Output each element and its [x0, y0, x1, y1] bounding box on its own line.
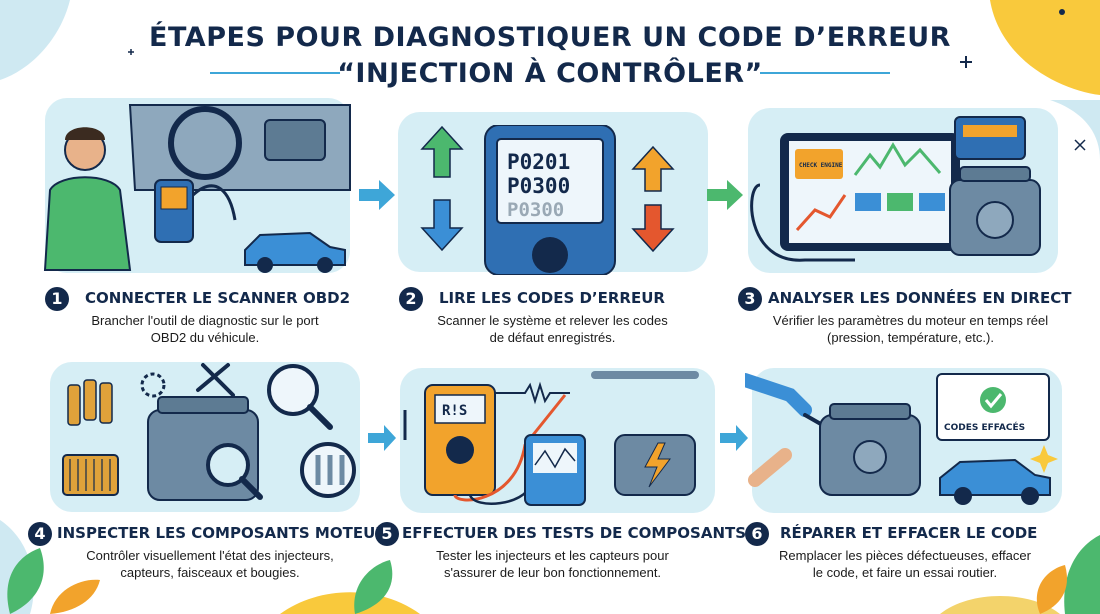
- data-display-icon: [954, 116, 1026, 160]
- step5-desc-line1: Tester les injecteurs et les capteurs po…: [436, 548, 669, 563]
- step3-number: 3: [738, 287, 762, 311]
- step6-desc-line1: Remplacer les pièces défectueuses, effac…: [779, 548, 1031, 563]
- step4-description: Contrôler visuellement l'état des inject…: [45, 547, 375, 581]
- oscilloscope-icon: [524, 434, 586, 506]
- arrow-up-orange-icon: [631, 145, 675, 192]
- codes-cleared-badge: CODES EFFACÉS: [936, 373, 1050, 441]
- arrow-down-red-icon: [631, 204, 675, 253]
- sparkle-icon: [1030, 445, 1058, 473]
- step6-desc-line2: le code, et faire un essai routier.: [812, 565, 998, 580]
- flow-arrow-5-6: [720, 425, 748, 451]
- wrench-icon: [196, 363, 235, 397]
- svg-text:CHECK ENGINE: CHECK ENGINE: [799, 162, 843, 169]
- step2-title: LIRE LES CODES D’ERREUR: [439, 289, 665, 307]
- flow-arrow-1-2: [359, 180, 395, 210]
- step3-illustration: CHECK ENGINE: [750, 116, 1041, 262]
- step6-illustration: CODES EFFACÉS: [745, 373, 1058, 505]
- live-data-graph: [853, 142, 942, 176]
- step5-title: EFFECTUER DES TESTS DE COMPOSANTS: [402, 524, 747, 542]
- resistor-icon: [495, 381, 570, 405]
- step1-illustration: [43, 104, 351, 273]
- step1-number: 1: [45, 287, 69, 311]
- step3-desc-line2: (pression, température, etc.).: [827, 330, 994, 345]
- arrow-down-blue-icon: [420, 199, 464, 252]
- step1-title: CONNECTER LE SCANNER OBD2: [85, 289, 351, 307]
- page-title-line2: “INJECTION À CONTRÔLER”: [337, 58, 763, 89]
- step1-desc-line2: OBD2 du véhicule.: [150, 330, 260, 345]
- step3-description: Vérifier les paramètres du moteur en tem…: [738, 312, 1083, 346]
- step2-desc-line1: Scanner le système et relever les codes: [437, 313, 668, 328]
- title-divider-right: [760, 72, 890, 74]
- scanner-code-2: P0300: [507, 174, 570, 198]
- magnifier-icon: [206, 443, 250, 487]
- air-filter-icon: [62, 454, 119, 496]
- arrow-up-green-icon: [420, 125, 464, 178]
- check-engine-badge: [795, 149, 843, 179]
- step5-illustration: R!S: [403, 371, 699, 506]
- step4-illustration: [62, 363, 356, 501]
- step4-desc-line1: Contrôler visuellement l'état des inject…: [86, 548, 334, 563]
- step4-number: 4: [28, 522, 52, 546]
- step5-description: Tester les injecteurs et les capteurs po…: [390, 547, 715, 581]
- step4-desc-line2: capteurs, faisceaux et bougies.: [120, 565, 300, 580]
- step1-description: Brancher l'outil de diagnostic sur le po…: [45, 312, 365, 346]
- gear-icon: [140, 372, 166, 398]
- magnifier-sensor-icon: [267, 364, 319, 416]
- step2-number: 2: [399, 287, 423, 311]
- scanner-screen: [496, 138, 604, 224]
- step2-illustration: P0201 P0300 P0300: [420, 125, 675, 275]
- svg-text:R!S: R!S: [442, 403, 467, 419]
- scanner-dpad: [532, 237, 568, 273]
- step3-title: ANALYSER LES DONNÉES EN DIRECT: [768, 289, 1072, 307]
- scanner-code-1: P0201: [507, 150, 570, 174]
- page-title-line1: ÉTAPES POUR DIAGNOSTIQUER UN CODE D’ERRE…: [149, 22, 951, 53]
- engine-icon: [949, 166, 1041, 256]
- injectors-icon: [67, 379, 113, 426]
- step1-desc-line1: Brancher l'outil de diagnostic sur le po…: [91, 313, 319, 328]
- mechanic-body: [43, 176, 132, 271]
- car-icon: [244, 231, 346, 266]
- step6-title: RÉPARER ET EFFACER LE CODE: [780, 524, 1038, 542]
- engine-lightning-icon: [614, 434, 696, 496]
- steering-wheel: [168, 106, 242, 180]
- engine-icon: [819, 403, 921, 496]
- step4-title: INSPECTER LES COMPOSANTS MOTEUR: [57, 524, 387, 542]
- step5-number: 5: [375, 522, 399, 546]
- step5-desc-line2: s'assurer de leur bon fonctionnement.: [443, 565, 662, 580]
- flow-arrow-4-5: [368, 425, 396, 451]
- flow-arrow-2-3: [707, 180, 743, 210]
- checkmark-icon: [980, 387, 1006, 413]
- svg-text:CODES EFFACÉS: CODES EFFACÉS: [944, 421, 1025, 433]
- multimeter-icon: R!S: [424, 384, 496, 496]
- spark-plugs-icon: [315, 455, 345, 485]
- step2-description: Scanner le système et relever les codes …: [390, 312, 715, 346]
- step6-description: Remplacer les pièces défectueuses, effac…: [740, 547, 1070, 581]
- step3-desc-line1: Vérifier les paramètres du moteur en tem…: [772, 313, 1049, 328]
- step6-number: 6: [745, 522, 769, 546]
- car-icon: [939, 458, 1051, 496]
- title-divider-left: [210, 72, 340, 74]
- scanner-code-3: P0300: [507, 199, 564, 221]
- mechanic-hand-icon: [745, 373, 812, 417]
- step2-desc-line2: de défaut enregistrés.: [489, 330, 616, 345]
